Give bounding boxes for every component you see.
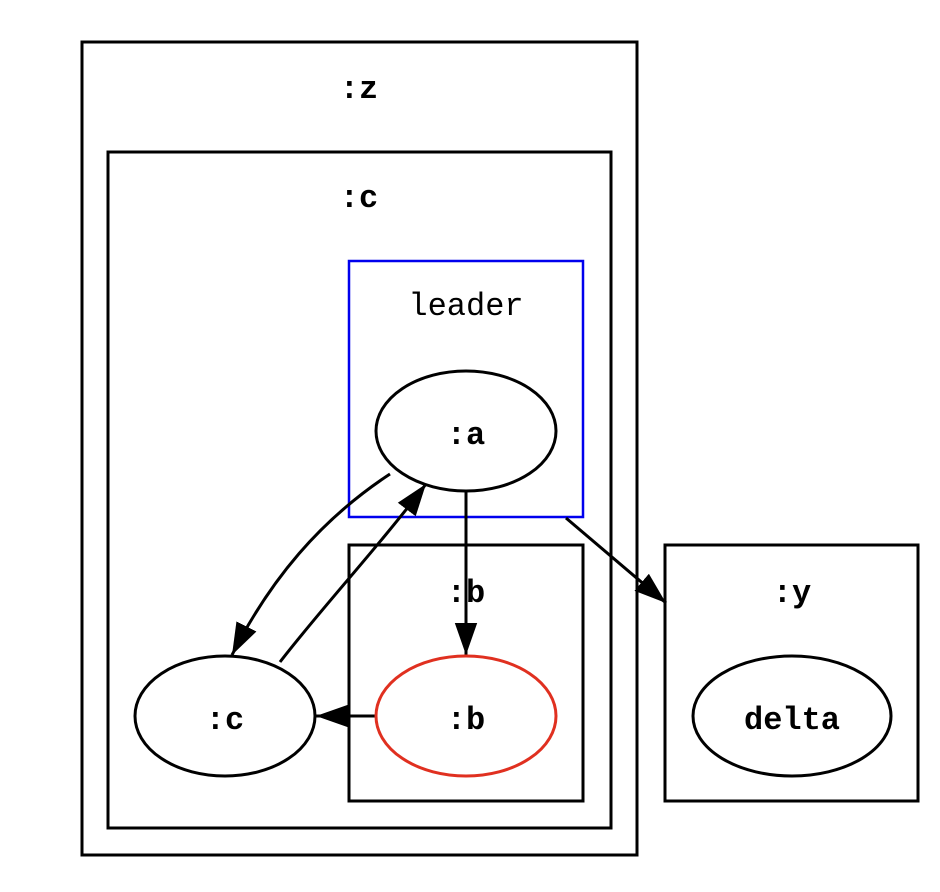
edge-c-to-a: [278, 483, 428, 663]
edge-leader-to-y: [565, 516, 667, 605]
cluster-z-label: :z: [340, 71, 378, 108]
cluster-c-border: [106, 150, 613, 830]
node-c-shape[interactable]: [133, 654, 317, 778]
node-a-shape[interactable]: [374, 369, 558, 493]
node-delta-shape[interactable]: [691, 654, 893, 778]
node-a[interactable]: :a: [374, 369, 558, 493]
cluster-c-label: :c: [340, 180, 378, 217]
cluster-leader-label: leader: [408, 288, 523, 325]
node-c[interactable]: :c: [133, 654, 317, 778]
node-delta[interactable]: delta: [691, 654, 893, 778]
node-b-label: :b: [447, 702, 485, 739]
node-b[interactable]: :b: [374, 654, 558, 778]
cluster-y-border: [663, 543, 920, 803]
node-delta-label: delta: [744, 702, 840, 739]
cluster-z: :z: [80, 40, 639, 857]
edge-a-to-c: [230, 472, 391, 656]
node-c-label: :c: [206, 702, 244, 739]
edges: [230, 472, 667, 728]
node-a-label: :a: [447, 417, 485, 454]
node-b-shape[interactable]: [374, 654, 558, 778]
cluster-c: :c: [106, 150, 613, 830]
cluster-z-border: [80, 40, 639, 857]
cluster-y: :y: [663, 543, 920, 803]
cluster-y-label: :y: [773, 575, 811, 612]
